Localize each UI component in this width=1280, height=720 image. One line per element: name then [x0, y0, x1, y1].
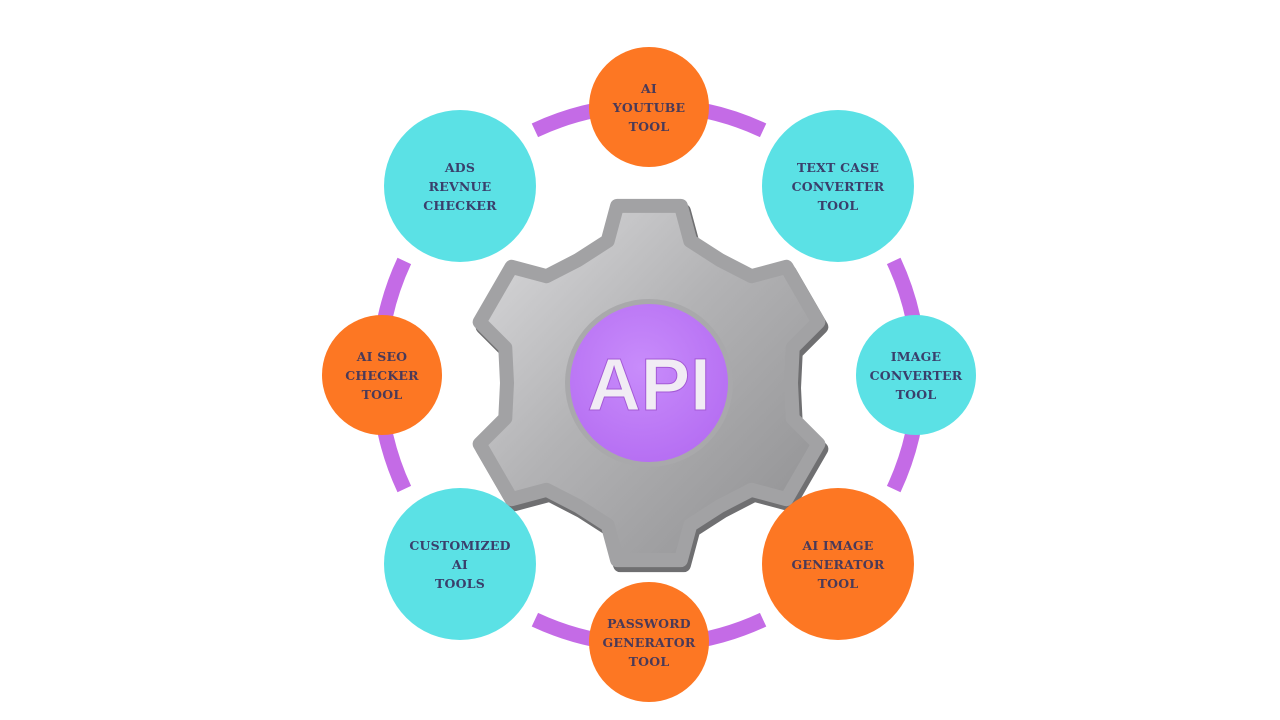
tool-node-right: IMAGE CONVERTER TOOL — [856, 315, 976, 435]
tool-node-label: ADS REVNUE CHECKER — [423, 159, 497, 213]
tool-node-bottom: PASSWORD GENERATOR TOOL — [589, 582, 709, 702]
tool-node-label: AI SEO CHECKER TOOL — [345, 348, 419, 402]
tool-node-lower-right: AI IMAGE GENERATOR TOOL — [762, 488, 914, 640]
tool-node-label: IMAGE CONVERTER TOOL — [869, 348, 963, 402]
api-label: API — [587, 343, 710, 426]
tool-node-lower-left: CUSTOMIZED AI TOOLS — [384, 488, 536, 640]
tool-node-upper-left: ADS REVNUE CHECKER — [384, 110, 536, 262]
tool-node-label: TEXT CASE CONVERTER TOOL — [791, 159, 885, 213]
tool-node-upper-right: TEXT CASE CONVERTER TOOL — [762, 110, 914, 262]
tool-node-left: AI SEO CHECKER TOOL — [322, 315, 442, 435]
tool-node-label: PASSWORD GENERATOR TOOL — [602, 615, 696, 669]
tool-node-label: AI YOUTUBE TOOL — [612, 80, 686, 134]
api-hub — [570, 304, 728, 462]
tool-node-label: CUSTOMIZED AI TOOLS — [409, 537, 511, 591]
tool-node-label: AI IMAGE GENERATOR TOOL — [791, 537, 885, 591]
tool-node-top: AI YOUTUBE TOOL — [589, 47, 709, 167]
